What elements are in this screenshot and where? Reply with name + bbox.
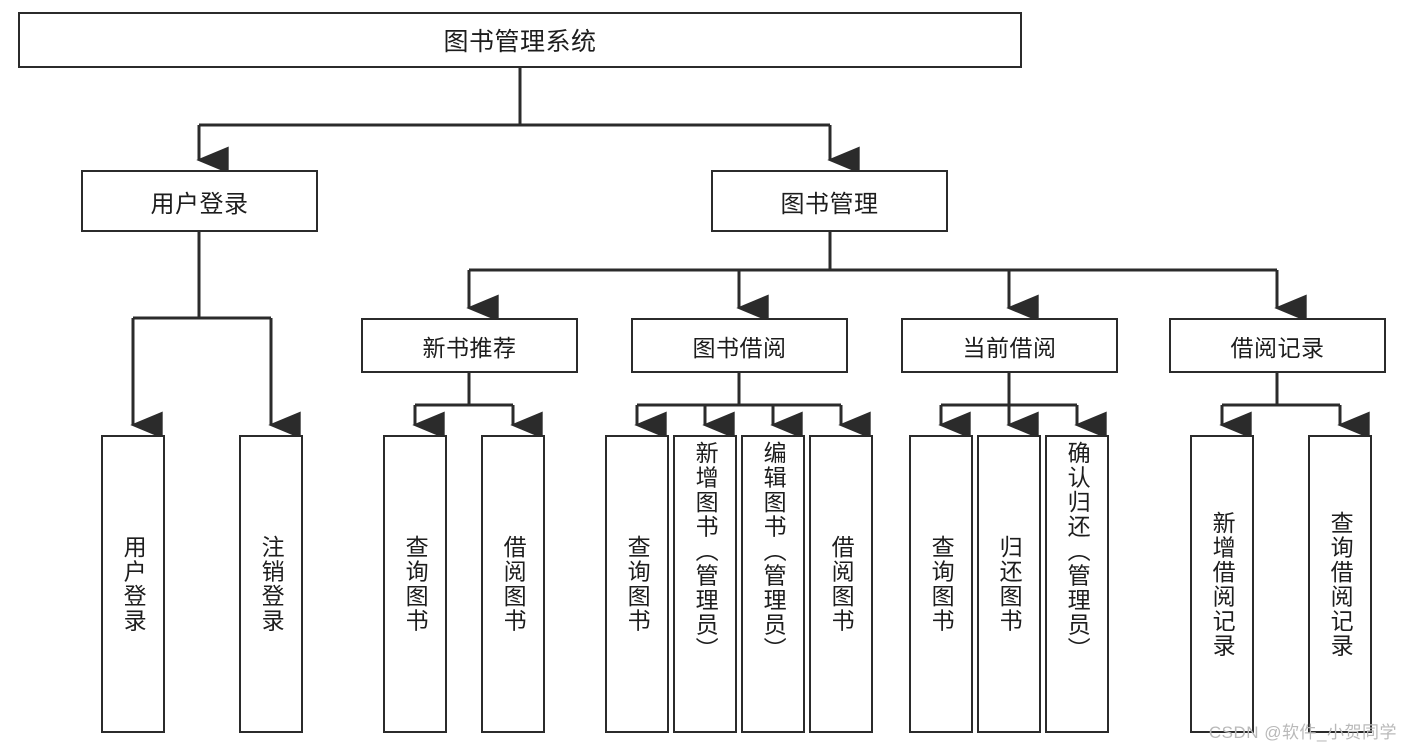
leaf-borrow-book-2-label: 借阅图书 <box>828 535 855 633</box>
leaf-add-record[interactable]: 新增借阅记录 <box>1190 435 1254 733</box>
node-user-login[interactable]: 用户登录 <box>81 170 318 232</box>
leaf-edit-book[interactable]: 编辑图书（管理员） <box>741 435 805 733</box>
leaf-user-login-label: 用户登录 <box>120 535 147 633</box>
leaf-return-book-label: 归还图书 <box>996 535 1023 633</box>
leaf-borrow-book-2[interactable]: 借阅图书 <box>809 435 873 733</box>
leaf-add-book-label: 新增图书（管理员） <box>692 441 719 662</box>
leaf-query-book-1[interactable]: 查询图书 <box>383 435 447 733</box>
node-book-management-label: 图书管理 <box>780 190 879 218</box>
node-root-label: 图书管理系统 <box>443 28 597 56</box>
leaf-query-book-3-label: 查询图书 <box>928 535 955 633</box>
leaf-return-book[interactable]: 归还图书 <box>977 435 1041 733</box>
leaf-logout-login[interactable]: 注销登录 <box>239 435 303 733</box>
node-current-borrow-label: 当前借阅 <box>962 334 1057 361</box>
node-book-borrow-label: 图书借阅 <box>692 334 787 361</box>
leaf-borrow-book-1-label: 借阅图书 <box>500 535 527 633</box>
leaf-add-record-label: 新增借阅记录 <box>1209 510 1236 658</box>
csdn-watermark: CSDN @软件_小贺同学 <box>1208 723 1397 742</box>
leaf-query-record-label: 查询借阅记录 <box>1327 510 1354 658</box>
node-book-borrow[interactable]: 图书借阅 <box>631 318 848 373</box>
node-root[interactable]: 图书管理系统 <box>18 12 1022 68</box>
leaf-query-book-1-label: 查询图书 <box>402 535 429 633</box>
node-new-book-recommend-label: 新书推荐 <box>422 334 517 361</box>
node-book-management[interactable]: 图书管理 <box>711 170 948 232</box>
leaf-query-book-2-label: 查询图书 <box>624 535 651 633</box>
leaf-query-book-2[interactable]: 查询图书 <box>605 435 669 733</box>
node-borrow-record[interactable]: 借阅记录 <box>1169 318 1386 373</box>
leaf-query-record[interactable]: 查询借阅记录 <box>1308 435 1372 733</box>
node-borrow-record-label: 借阅记录 <box>1230 334 1325 361</box>
node-user-login-label: 用户登录 <box>150 190 249 218</box>
leaf-add-book[interactable]: 新增图书（管理员） <box>673 435 737 733</box>
leaf-edit-book-label: 编辑图书（管理员） <box>760 441 787 662</box>
node-new-book-recommend[interactable]: 新书推荐 <box>361 318 578 373</box>
leaf-logout-login-label: 注销登录 <box>258 535 285 633</box>
leaf-user-login[interactable]: 用户登录 <box>101 435 165 733</box>
leaf-borrow-book-1[interactable]: 借阅图书 <box>481 435 545 733</box>
leaf-query-book-3[interactable]: 查询图书 <box>909 435 973 733</box>
node-current-borrow[interactable]: 当前借阅 <box>901 318 1118 373</box>
leaf-confirm-return[interactable]: 确认归还（管理员） <box>1045 435 1109 733</box>
leaf-confirm-return-label: 确认归还（管理员） <box>1064 441 1091 662</box>
